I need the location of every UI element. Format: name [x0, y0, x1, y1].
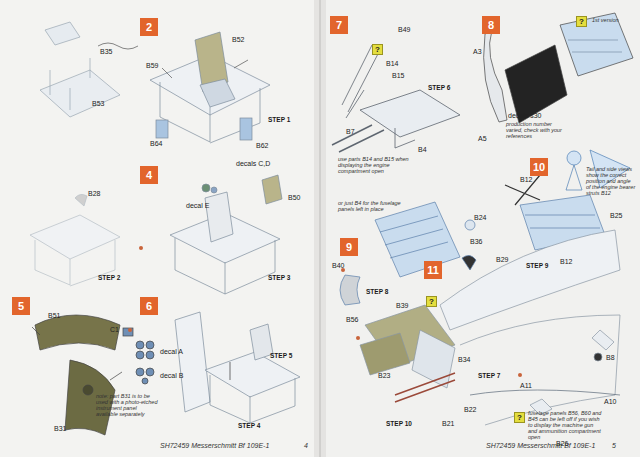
note-text: fuselage panels B56, B60 and B45 can be …: [528, 410, 604, 440]
part-number: B39: [396, 302, 408, 310]
footer-text: 5: [612, 442, 616, 450]
footer-text: 4: [304, 442, 308, 450]
step-label: STEP 5: [270, 352, 292, 359]
part-number: B53: [92, 100, 104, 108]
part-number: A3: [473, 48, 482, 56]
part-number: B49: [398, 26, 410, 34]
step-number: 7: [336, 19, 342, 31]
part-number: B51: [48, 312, 60, 320]
step-number: 11: [427, 264, 439, 276]
step-number: ?: [375, 45, 380, 54]
step-number: ?: [579, 17, 584, 26]
footer-text: SH72459 Messerschmitt Bf 109E-1: [486, 442, 595, 450]
part-number: B59: [146, 62, 158, 70]
part-number: B56: [346, 316, 358, 324]
note-text: Tail and side views show the correct pos…: [586, 166, 636, 196]
part-number: B29: [496, 256, 508, 264]
part-number: decal B: [160, 372, 183, 380]
step-label: STEP 7: [478, 372, 500, 379]
part-number: B36: [470, 238, 482, 246]
step-number: 4: [146, 169, 152, 181]
part-number: B35: [100, 48, 112, 56]
part-number: B4: [418, 146, 427, 154]
step-label: STEP 4: [238, 422, 260, 429]
step-number-badge: 2: [140, 18, 158, 36]
step-label: STEP 9: [526, 262, 548, 269]
step-number-badge: 9: [340, 238, 358, 256]
footer-text: SH72459 Messerschmitt Bf 109E-1: [160, 442, 269, 450]
step-label: STEP 3: [268, 274, 290, 281]
step-label: STEP 1: [268, 116, 290, 123]
step-label: STEP 2: [98, 274, 120, 281]
step-number: 6: [146, 300, 152, 312]
step-number-badge: 6: [140, 297, 158, 315]
step-number: ?: [517, 413, 522, 422]
part-number: B23: [378, 372, 390, 380]
step-number-badge: 7: [330, 16, 348, 34]
step-number: ?: [429, 297, 434, 306]
part-number: B31: [54, 425, 66, 433]
step-number-badge: 11: [424, 261, 442, 279]
part-number: B8: [606, 354, 615, 362]
step-number-badge: 10: [530, 158, 548, 176]
part-number: B40: [332, 262, 344, 270]
note-text: use parts B14 and B15 when displaying th…: [338, 156, 416, 174]
part-number: B64: [150, 140, 162, 148]
step-number-badge: 5: [12, 297, 30, 315]
part-number: B12: [520, 176, 532, 184]
step-number: 10: [533, 161, 545, 173]
part-number: B15: [392, 72, 404, 80]
step-number: 2: [146, 21, 152, 33]
step-number: 5: [18, 300, 24, 312]
part-number: B62: [256, 142, 268, 150]
part-number: B14: [386, 60, 398, 68]
part-number: A5: [478, 135, 487, 143]
note-text: 1st version: [592, 17, 632, 23]
question-badge: ?: [514, 412, 525, 423]
step-number: 8: [488, 19, 494, 31]
part-number: B52: [232, 36, 244, 44]
step-label: STEP 6: [428, 84, 450, 91]
part-number: B50: [288, 194, 300, 202]
part-number: B22: [464, 406, 476, 414]
part-number: B24: [474, 214, 486, 222]
note-text: note: part B31 is to be used with a phot…: [96, 393, 158, 417]
part-number: B7: [346, 128, 355, 136]
part-number: B28: [88, 190, 100, 198]
step-label: STEP 10: [386, 420, 412, 427]
note-text: or just B4 for the fuselage panels left …: [338, 200, 416, 212]
note-text: production number varied, check with you…: [506, 121, 566, 139]
part-number: A11: [520, 382, 532, 390]
step-number-badge: 8: [482, 16, 500, 34]
part-number: decals s30: [508, 112, 541, 120]
question-badge: ?: [576, 16, 587, 27]
question-badge: ?: [426, 296, 437, 307]
part-number: B21: [442, 420, 454, 428]
step-number: 9: [346, 241, 352, 253]
part-number: C1: [110, 326, 119, 334]
part-number: B34: [458, 356, 470, 364]
part-number: B25: [610, 212, 622, 220]
part-number: A10: [604, 398, 616, 406]
question-badge: ?: [372, 44, 383, 55]
part-number: decal E: [186, 202, 209, 210]
step-label: STEP 8: [366, 288, 388, 295]
part-number: decal A: [160, 348, 183, 356]
part-number: decals C,D: [236, 160, 270, 168]
step-number-badge: 4: [140, 166, 158, 184]
part-number: B12: [560, 258, 572, 266]
